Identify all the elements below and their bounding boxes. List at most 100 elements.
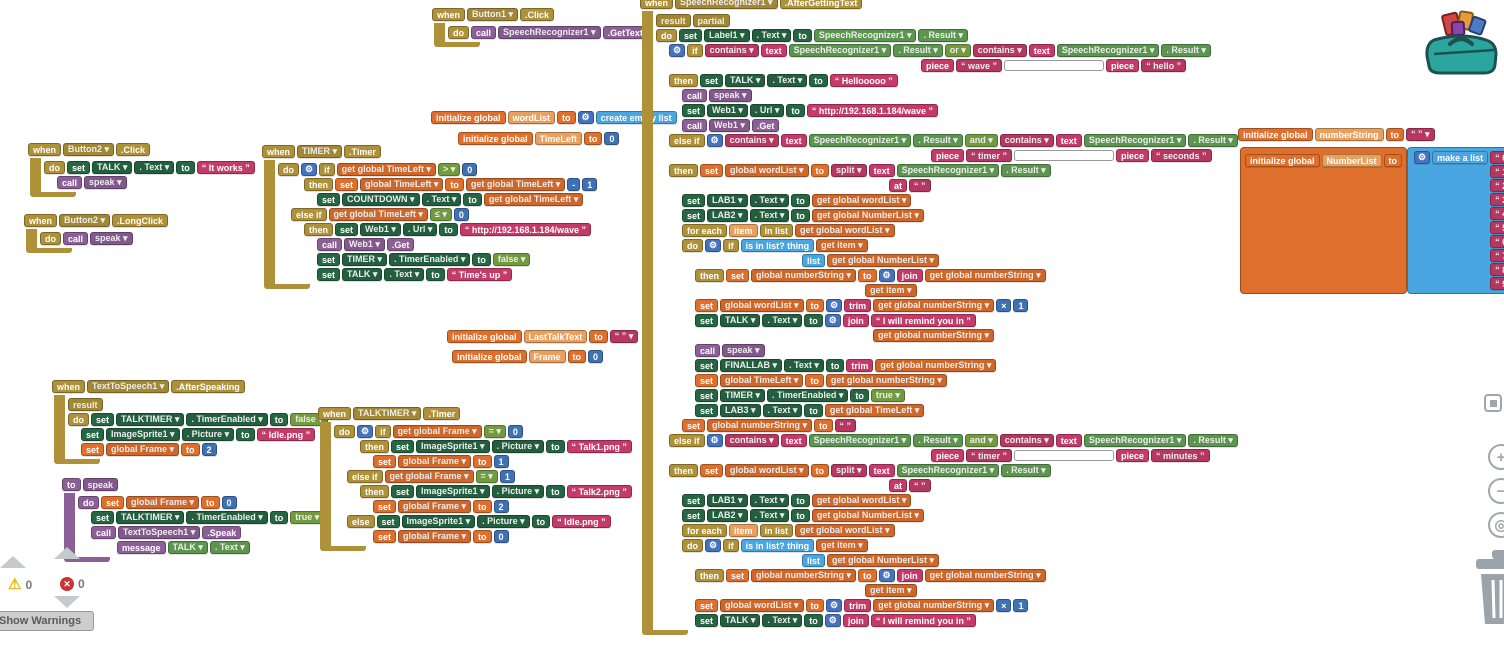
procedure-call-segment[interactable]: call — [57, 176, 83, 189]
text-block-segment[interactable]: trim — [846, 359, 874, 372]
variable-block-segment[interactable]: global wordList ▾ — [720, 299, 804, 312]
variable-block-segment[interactable]: set — [726, 569, 750, 582]
procedure-call-segment[interactable]: .Get — [751, 119, 780, 132]
component-setter-segment[interactable]: to — [439, 223, 458, 236]
text-block-segment[interactable]: “ 8 ” — [1490, 263, 1504, 276]
number-block-segment[interactable]: 1 — [499, 470, 515, 483]
procedure-call-segment[interactable]: TextToSpeech1 ▾ — [118, 526, 201, 539]
name-field[interactable]: item — [729, 224, 758, 237]
variable-block-segment[interactable]: get global NumberList ▾ — [827, 254, 940, 267]
component-setter-segment[interactable]: to — [850, 389, 869, 402]
variable-block-segment[interactable]: initialize global — [1245, 154, 1320, 167]
text-block-segment[interactable]: “ ” — [909, 479, 931, 492]
number-block-segment[interactable]: 0 — [493, 530, 509, 543]
component-setter-segment[interactable]: set — [682, 194, 706, 207]
component-setter-segment[interactable]: ImageSprite1 ▾ — [401, 515, 476, 528]
variable-block-segment[interactable]: get item ▾ — [816, 539, 868, 552]
control-block-segment[interactable]: if — [319, 163, 335, 176]
variable-block-segment[interactable]: to — [557, 111, 576, 124]
component-getter-segment[interactable]: . Result ▾ — [913, 434, 963, 447]
component-setter-segment[interactable]: ImageSprite1 ▾ — [416, 440, 490, 453]
variable-block-segment[interactable]: initialize global — [452, 350, 527, 363]
variable-block-segment[interactable]: set — [81, 443, 105, 456]
variable-block-segment[interactable]: set — [700, 464, 724, 477]
variable-block-segment[interactable]: to — [1385, 128, 1405, 141]
text-block-segment[interactable]: “ 9 ” — [1490, 277, 1504, 290]
component-setter-segment[interactable]: to — [786, 104, 805, 117]
text-block-segment[interactable]: “ Idle.png ” — [256, 428, 316, 441]
component-setter-segment[interactable]: set — [682, 509, 706, 522]
procedure-call-segment[interactable]: speak ▾ — [722, 344, 765, 357]
control-block-segment[interactable]: else if — [291, 208, 327, 221]
zoom-in-button[interactable]: + — [1488, 444, 1504, 470]
number-block-segment[interactable]: × — [996, 299, 1012, 312]
list-block-segment[interactable]: make a list — [1432, 151, 1489, 164]
variable-block-segment[interactable]: get global numberString ▾ — [875, 359, 997, 372]
component-setter-segment[interactable]: LAB1 ▾ — [707, 194, 748, 207]
component-setter-segment[interactable]: to — [809, 74, 828, 87]
control-block-segment[interactable]: else — [347, 515, 375, 528]
component-setter-segment[interactable]: TALK ▾ — [720, 314, 761, 327]
component-setter-segment[interactable]: to — [463, 193, 482, 206]
variable-block-segment[interactable]: get global wordList ▾ — [811, 194, 912, 207]
component-setter-segment[interactable]: set — [391, 440, 415, 453]
variable-block-segment[interactable]: to — [805, 374, 824, 387]
text-block-segment[interactable]: piece — [1116, 449, 1150, 462]
variable-block-segment[interactable]: set — [335, 178, 359, 191]
component-setter-segment[interactable]: set — [317, 193, 341, 206]
variable-block-segment[interactable]: get global wordList ▾ — [795, 524, 895, 537]
control-block-segment[interactable]: if — [723, 239, 739, 252]
component-setter-segment[interactable]: to — [791, 209, 810, 222]
component-setter-segment[interactable]: . Picture ▾ — [477, 515, 530, 528]
logic-block-segment[interactable]: true ▾ — [870, 389, 905, 402]
list-block-segment[interactable]: is in list? thing — [740, 239, 815, 252]
variable-block-segment[interactable]: to — [810, 164, 830, 177]
component-setter-segment[interactable]: to — [791, 509, 810, 522]
component-setter-segment[interactable]: set — [91, 511, 115, 524]
control-block-segment[interactable]: then — [669, 464, 698, 477]
control-block-segment[interactable]: if — [723, 539, 739, 552]
component-setter-segment[interactable]: TALK ▾ — [725, 74, 766, 87]
component-getter-segment[interactable]: . Text ▾ — [209, 541, 250, 554]
procedure-call-segment[interactable]: call — [682, 89, 708, 102]
number-block-segment[interactable]: 1 — [582, 178, 598, 191]
variable-block-segment[interactable]: to — [181, 443, 200, 456]
variable-block-segment[interactable]: set — [101, 496, 125, 509]
name-field[interactable]: wordList — [507, 111, 556, 124]
number-block-segment[interactable]: 2 — [201, 443, 217, 456]
text-block-segment[interactable]: contains ▾ — [724, 434, 779, 447]
variable-block-segment[interactable]: initialize global — [447, 330, 522, 343]
variable-block-segment[interactable]: global Frame ▾ — [106, 443, 180, 456]
mutator-gear-icon[interactable]: ⚙ — [706, 434, 723, 447]
variable-block-segment[interactable]: get item ▾ — [816, 239, 868, 252]
component-setter-segment[interactable]: to — [791, 494, 810, 507]
variable-block-segment[interactable]: to — [473, 500, 492, 513]
errors-badge[interactable]: ✕ 0 — [60, 577, 85, 591]
text-block-segment[interactable]: “ It works ” — [196, 161, 255, 174]
number-block-segment[interactable]: - — [567, 178, 581, 191]
variable-block-segment[interactable]: get global numberString ▾ — [825, 374, 947, 387]
name-field[interactable]: NumberList — [1321, 154, 1382, 167]
component-setter-segment[interactable]: . Text ▾ — [749, 194, 790, 207]
control-block-segment[interactable]: do — [448, 26, 469, 39]
text-block-segment[interactable]: text — [780, 134, 807, 147]
scroll-left-up-icon[interactable] — [0, 556, 26, 568]
text-block-segment[interactable]: text — [780, 434, 807, 447]
empty-socket[interactable] — [1014, 450, 1115, 461]
text-block-segment[interactable]: “ Hellooooo ” — [829, 74, 898, 87]
component-setter-segment[interactable]: ImageSprite1 ▾ — [106, 428, 180, 441]
component-setter-segment[interactable]: . Text ▾ — [767, 74, 808, 87]
component-setter-segment[interactable]: . Text ▾ — [749, 209, 790, 222]
mutator-gear-icon[interactable]: ⚙ — [706, 134, 723, 147]
text-block-segment[interactable]: text — [1055, 434, 1082, 447]
variable-block-segment[interactable]: to — [473, 455, 492, 468]
logic-block-segment[interactable]: false ▾ — [492, 253, 531, 266]
variable-block-segment[interactable]: get global NumberList ▾ — [811, 509, 924, 522]
control-block-segment[interactable]: in list — [759, 224, 794, 237]
number-block-segment[interactable]: 0 — [462, 163, 478, 176]
mutator-gear-icon[interactable]: ⚙ — [705, 239, 722, 252]
